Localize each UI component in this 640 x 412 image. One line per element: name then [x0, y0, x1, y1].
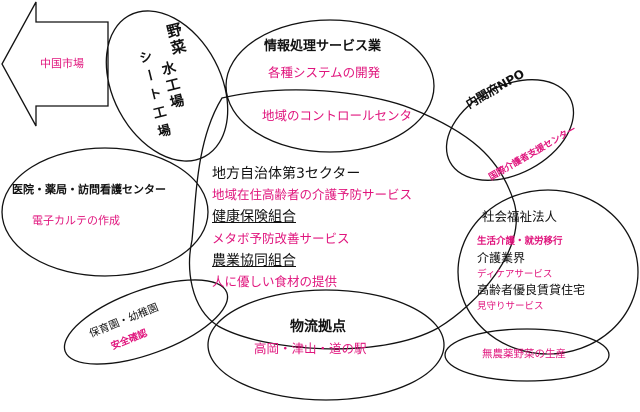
factory-label-vegetable: 野菜 — [163, 20, 189, 58]
organic-ellipse — [444, 328, 610, 382]
info-service-item-control: 地域のコントロールセンタ — [262, 108, 413, 123]
logistics-subtitle: 高岡・津山・道の駅 — [254, 341, 367, 356]
info-service-title: 情報処理サービス業 — [264, 39, 382, 54]
welfare-item-care-industry: 介護業界 — [477, 251, 526, 265]
info-service-ellipse — [225, 19, 435, 153]
organic-label: 無農薬野菜の生産 — [482, 348, 566, 360]
cabinet-npo-ellipse — [445, 79, 575, 181]
logistics-title: 物流拠点 — [290, 319, 346, 335]
logistics-ellipse — [207, 289, 445, 401]
welfare-ellipse — [457, 189, 639, 355]
welfare-title: 社会福祉法人 — [482, 209, 558, 224]
center-line-agri-coop: 農業協同組合 — [212, 253, 296, 269]
info-service-item-dev: 各種システムの開発 — [268, 65, 381, 80]
center-line-health-insurance: 健康保険組合 — [212, 209, 296, 225]
factory-ellipse — [105, 10, 229, 162]
medical-title: 医院・薬局・訪問看護センター — [12, 183, 166, 196]
center-line-local-govt: 地方自治体第3セクター — [212, 166, 361, 182]
connecting-loop — [188, 89, 517, 350]
welfare-item-housing: 高齢者優良賃貸住宅 — [477, 283, 586, 297]
center-line-elderly-service: 地域在住高齢者の介護予防サービス — [212, 187, 413, 202]
medical-ellipse — [1, 147, 209, 277]
welfare-item-daycare: ディケアサービス — [477, 269, 553, 280]
welfare-item-living-care: 生活介護・就労移行 — [477, 236, 563, 247]
welfare-item-watching: 見守りサービス — [477, 301, 544, 312]
nursery-ellipse — [63, 279, 229, 365]
medical-item: 電子カルテの作成 — [32, 214, 120, 227]
center-line-metabo-service: メタボ予防改善サービス — [212, 231, 350, 246]
china-market-label: 中国市場 — [40, 57, 84, 70]
center-line-food: 人に優しい食材の提供 — [212, 274, 338, 289]
china-market-arrow — [1, 1, 109, 127]
